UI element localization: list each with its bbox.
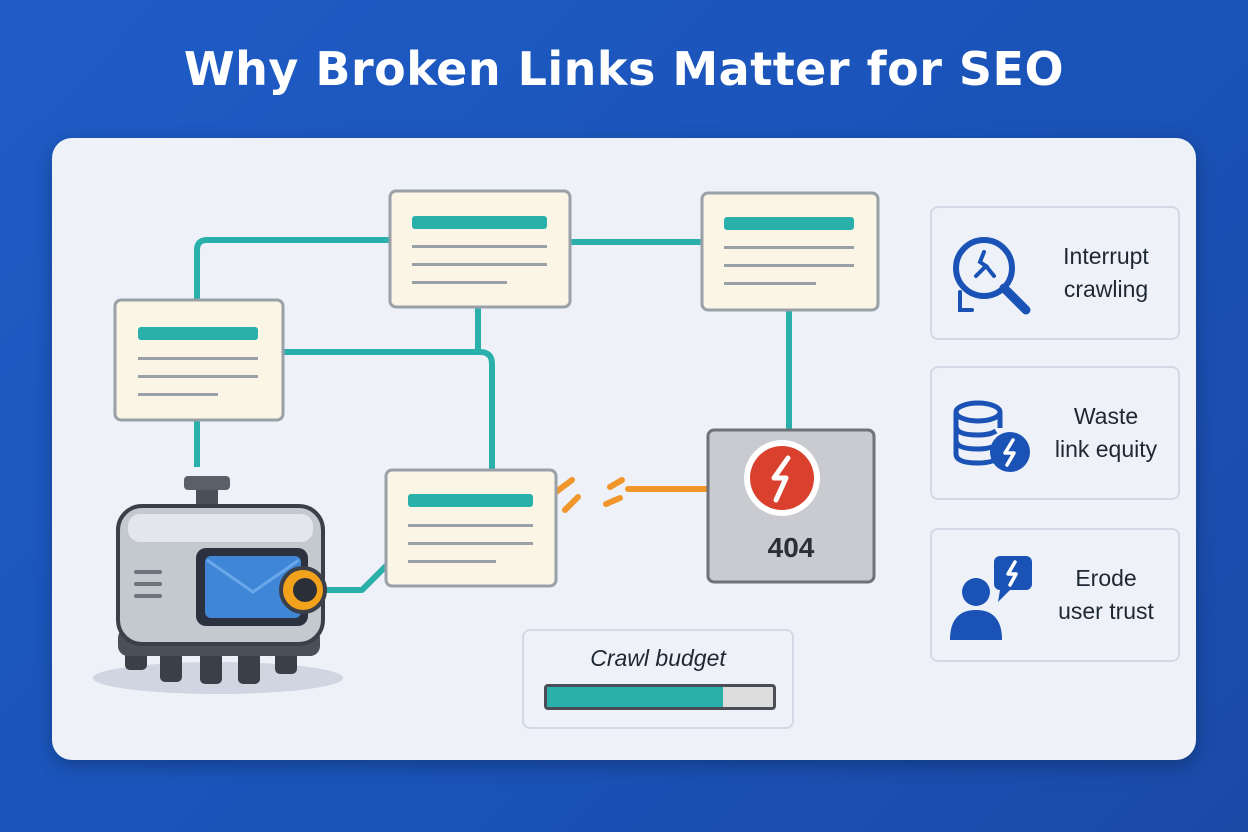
error-code-label: 404 bbox=[767, 532, 815, 563]
broken-link bbox=[553, 477, 710, 513]
crawler-bot-icon bbox=[93, 476, 343, 694]
search-broken-link-icon bbox=[953, 237, 1031, 315]
page-title: Why Broken Links Matter for SEO bbox=[183, 42, 1065, 96]
link-lines bbox=[194, 237, 792, 593]
impact-label: Interrupt crawling bbox=[1063, 242, 1149, 302]
user-alert-icon bbox=[950, 556, 1032, 640]
crawl-budget-label: Crawl budget bbox=[590, 645, 726, 671]
web-page-card bbox=[388, 189, 572, 309]
database-lightning-icon bbox=[953, 400, 1030, 472]
impact-label: Erode user trust bbox=[1058, 564, 1154, 624]
impact-card-interrupt-crawling: Interrupt crawling bbox=[930, 206, 1180, 340]
web-page-card bbox=[700, 191, 880, 312]
impact-card-waste-link-equity: Waste link equity bbox=[930, 366, 1180, 500]
impact-card-erode-user-trust: Erode user trust bbox=[930, 528, 1180, 662]
web-page-card bbox=[113, 298, 285, 422]
link-line bbox=[320, 559, 393, 593]
crawl-budget-meter: Crawl budget bbox=[522, 629, 794, 729]
crawl-budget-track bbox=[544, 684, 776, 710]
error-page-404 bbox=[706, 428, 876, 584]
link-line bbox=[283, 349, 495, 470]
lightning-icon bbox=[771, 455, 791, 503]
web-page-card bbox=[384, 468, 558, 588]
crawl-budget-fill bbox=[547, 687, 724, 707]
link-line bbox=[194, 237, 390, 300]
impact-label: Waste link equity bbox=[1054, 402, 1158, 462]
